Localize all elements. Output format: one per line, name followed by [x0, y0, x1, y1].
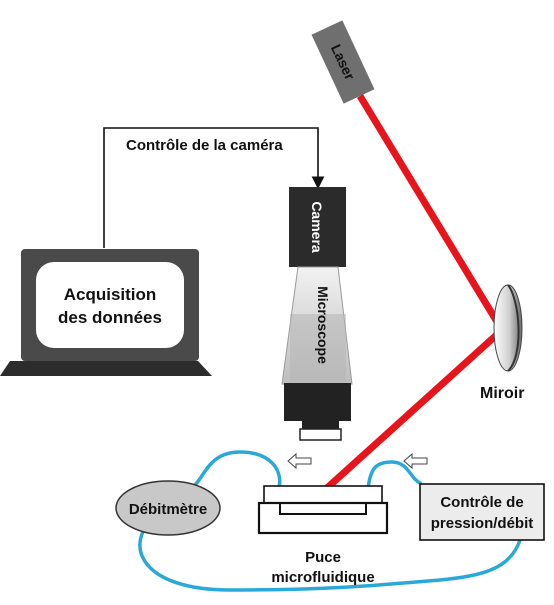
mirror: [493, 284, 523, 372]
laser: Laser: [311, 20, 375, 104]
objective-collar: [302, 421, 339, 429]
flow-arrow-right: [403, 452, 428, 470]
acquisition-label-line1: Acquisition: [64, 285, 157, 304]
chip-label-line1: Puce: [305, 549, 341, 566]
tubing: [138, 450, 522, 592]
microscope-label: Microscope: [315, 286, 331, 364]
objective-lens: [299, 428, 342, 441]
microscope-shadow: [290, 314, 346, 382]
tube-to-flowmeter: [193, 450, 282, 494]
chip-base: [257, 501, 389, 535]
laptop: [0, 249, 212, 376]
laptop-base: [0, 361, 212, 376]
microfluidic-chip: [257, 485, 389, 535]
camera-label: Camera: [309, 201, 325, 253]
pressure-label-line1: Contrôle de: [440, 494, 523, 511]
laser-beam: [324, 94, 507, 491]
microscope: Microscope: [281, 266, 353, 441]
laser-body: [311, 20, 375, 104]
camera-body: [289, 187, 346, 267]
microscope-stage: [284, 383, 351, 421]
chip-channel: [279, 503, 367, 515]
camera-control-label: Contrôle de la caméra: [126, 137, 283, 154]
flowmeter: [115, 480, 221, 536]
camera-control-wire: [103, 127, 325, 248]
camera: Camera: [289, 187, 346, 267]
pressure-label-line2: pression/débit: [431, 515, 534, 532]
acquisition-label-line2: des données: [58, 308, 162, 327]
tube-to-pressure: [366, 460, 422, 492]
pressure-controller-box: [419, 483, 545, 541]
pressure-controller: [419, 483, 545, 541]
flowmeter-body: [115, 480, 221, 536]
chip-label-line2: microfluidique: [271, 569, 374, 586]
mirror-label: Miroir: [480, 385, 524, 402]
chip-cover: [263, 485, 383, 504]
flowmeter-label: Débitmètre: [129, 501, 207, 518]
tube-loop: [138, 518, 522, 592]
laptop-screen: [36, 262, 184, 348]
flow-arrow-left: [287, 452, 312, 470]
